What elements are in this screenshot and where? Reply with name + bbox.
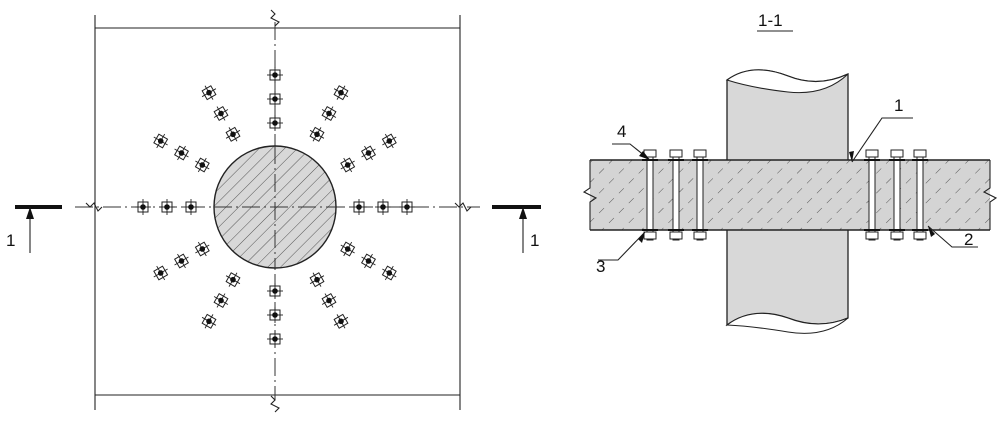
- bolt-section: [889, 149, 905, 241]
- bolt-plan: [267, 307, 283, 323]
- bolt-plan: [267, 115, 283, 131]
- bolt-plan: [267, 331, 283, 347]
- section-view: 1-1 4 1 2: [582, 11, 998, 334]
- bolt-plan: [360, 145, 377, 161]
- bolt-plan: [321, 105, 337, 122]
- bolt-plan: [153, 265, 169, 281]
- bolt-plan: [399, 199, 415, 215]
- break-mark-left: [85, 202, 103, 212]
- callout-1: 1: [894, 96, 903, 115]
- section-mark-label: 1: [6, 231, 15, 250]
- bolt-section: [912, 149, 928, 241]
- plan-view: 1 1: [6, 9, 541, 413]
- section-mark-label: 1: [530, 231, 539, 250]
- bolt-plan: [173, 145, 190, 161]
- section-marker-left: 1: [6, 205, 62, 253]
- bolt-plan: [381, 265, 397, 281]
- bolt-plan: [351, 199, 367, 215]
- bolt-section: [864, 149, 880, 241]
- bolt-plan: [173, 253, 190, 269]
- bolt-plan: [309, 272, 325, 288]
- break-mark-right: [454, 202, 472, 212]
- bolt-plan: [381, 133, 397, 149]
- slab-outline: [94, 15, 461, 410]
- bolt-plan: [267, 91, 283, 107]
- callout-2: 2: [964, 230, 973, 249]
- bolt-plan: [340, 241, 356, 257]
- break-mark-bottom: [270, 395, 280, 413]
- bolt-plan: [360, 253, 377, 269]
- bolt-section: [692, 149, 708, 241]
- bolt-section: [668, 149, 684, 241]
- bolt-plan: [159, 199, 175, 215]
- bolt-plan: [321, 292, 337, 309]
- callout-4: 4: [617, 122, 626, 141]
- slab-section: [582, 159, 998, 231]
- bolt-plan: [201, 85, 217, 101]
- bolt-plan: [201, 313, 217, 329]
- section-title: 1-1: [758, 11, 783, 30]
- bolt-plan: [183, 199, 199, 215]
- bolt-plan: [333, 85, 349, 101]
- bolt-plan: [309, 126, 325, 142]
- plan-bolt-group: [135, 67, 415, 347]
- section-bolt-group: [642, 149, 928, 241]
- bolt-plan: [375, 199, 391, 215]
- break-mark-top: [270, 9, 280, 27]
- callout-3: 3: [596, 257, 605, 276]
- bolt-plan: [213, 105, 229, 122]
- bolt-plan: [153, 133, 169, 149]
- bolt-plan: [267, 67, 283, 83]
- bolt-plan: [340, 157, 356, 173]
- bolt-plan: [225, 272, 241, 288]
- bolt-plan: [267, 283, 283, 299]
- bolt-plan: [194, 157, 210, 173]
- bolt-plan: [135, 199, 151, 215]
- bolt-plan: [225, 126, 241, 142]
- bolt-plan: [194, 241, 210, 257]
- leader-lines: [598, 117, 978, 261]
- section-marker-right: 1: [492, 205, 541, 253]
- bolt-plan: [333, 313, 349, 329]
- bolt-plan: [213, 292, 229, 309]
